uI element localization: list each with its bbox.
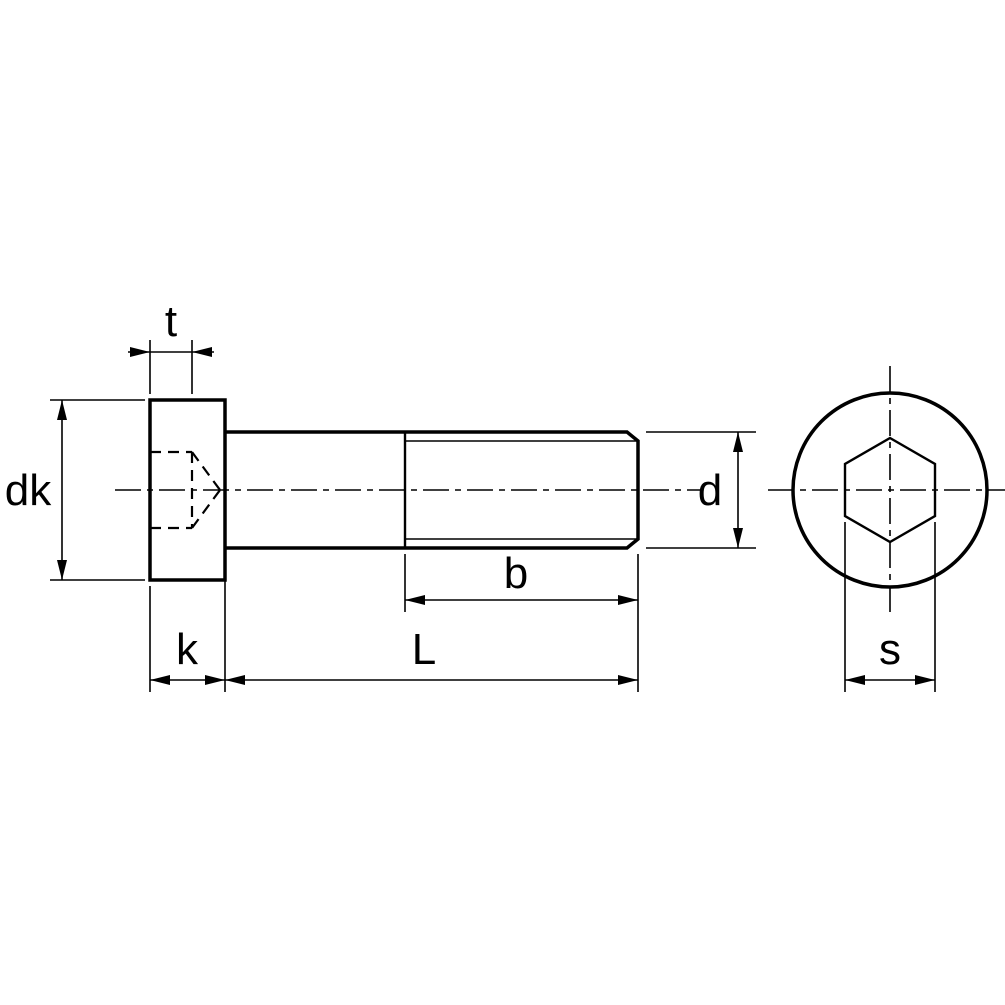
L-arrow-left	[225, 675, 245, 685]
dimension-socket-depth: t	[128, 297, 214, 394]
screw-head-outline	[148, 398, 227, 582]
socket-cone-line-top	[191, 451, 221, 491]
screw-shank-outline	[225, 430, 640, 550]
label-socket-depth: t	[165, 297, 177, 346]
dk-arrow-bottom	[57, 560, 67, 580]
label-hex-socket-size: s	[879, 625, 901, 674]
s-arrow-right	[915, 675, 935, 685]
b-arrow-left	[405, 595, 425, 605]
k-arrow-right	[205, 675, 225, 685]
label-total-length: L	[412, 625, 436, 674]
hex-socket-outline	[843, 436, 937, 544]
b-arrow-right	[618, 595, 638, 605]
dimension-thread-length: b	[404, 549, 638, 612]
dimension-head-height-and-length: k L	[149, 554, 639, 692]
L-arrow-right	[618, 675, 638, 685]
s-arrow-left	[845, 675, 865, 685]
label-thread-length: b	[504, 549, 528, 598]
end-view	[768, 366, 1005, 614]
d-arrow-top	[733, 432, 743, 452]
t-arrow-left	[130, 347, 150, 357]
label-thread-diameter: d	[698, 466, 722, 515]
side-view	[115, 398, 700, 582]
dimensions: t dk d	[5, 297, 936, 692]
label-head-diameter: dk	[5, 466, 52, 515]
k-arrow-left	[150, 675, 170, 685]
label-head-height: k	[176, 625, 199, 674]
dimension-hex-socket-size: s	[844, 522, 936, 692]
socket-cone-line-bottom	[191, 489, 221, 529]
t-arrow-right	[192, 347, 212, 357]
head-circle-outline	[791, 391, 989, 589]
d-arrow-bottom	[733, 528, 743, 548]
dimension-thread-diameter: d	[646, 431, 756, 549]
dimension-head-diameter: dk	[5, 399, 145, 581]
dk-arrow-top	[57, 400, 67, 420]
